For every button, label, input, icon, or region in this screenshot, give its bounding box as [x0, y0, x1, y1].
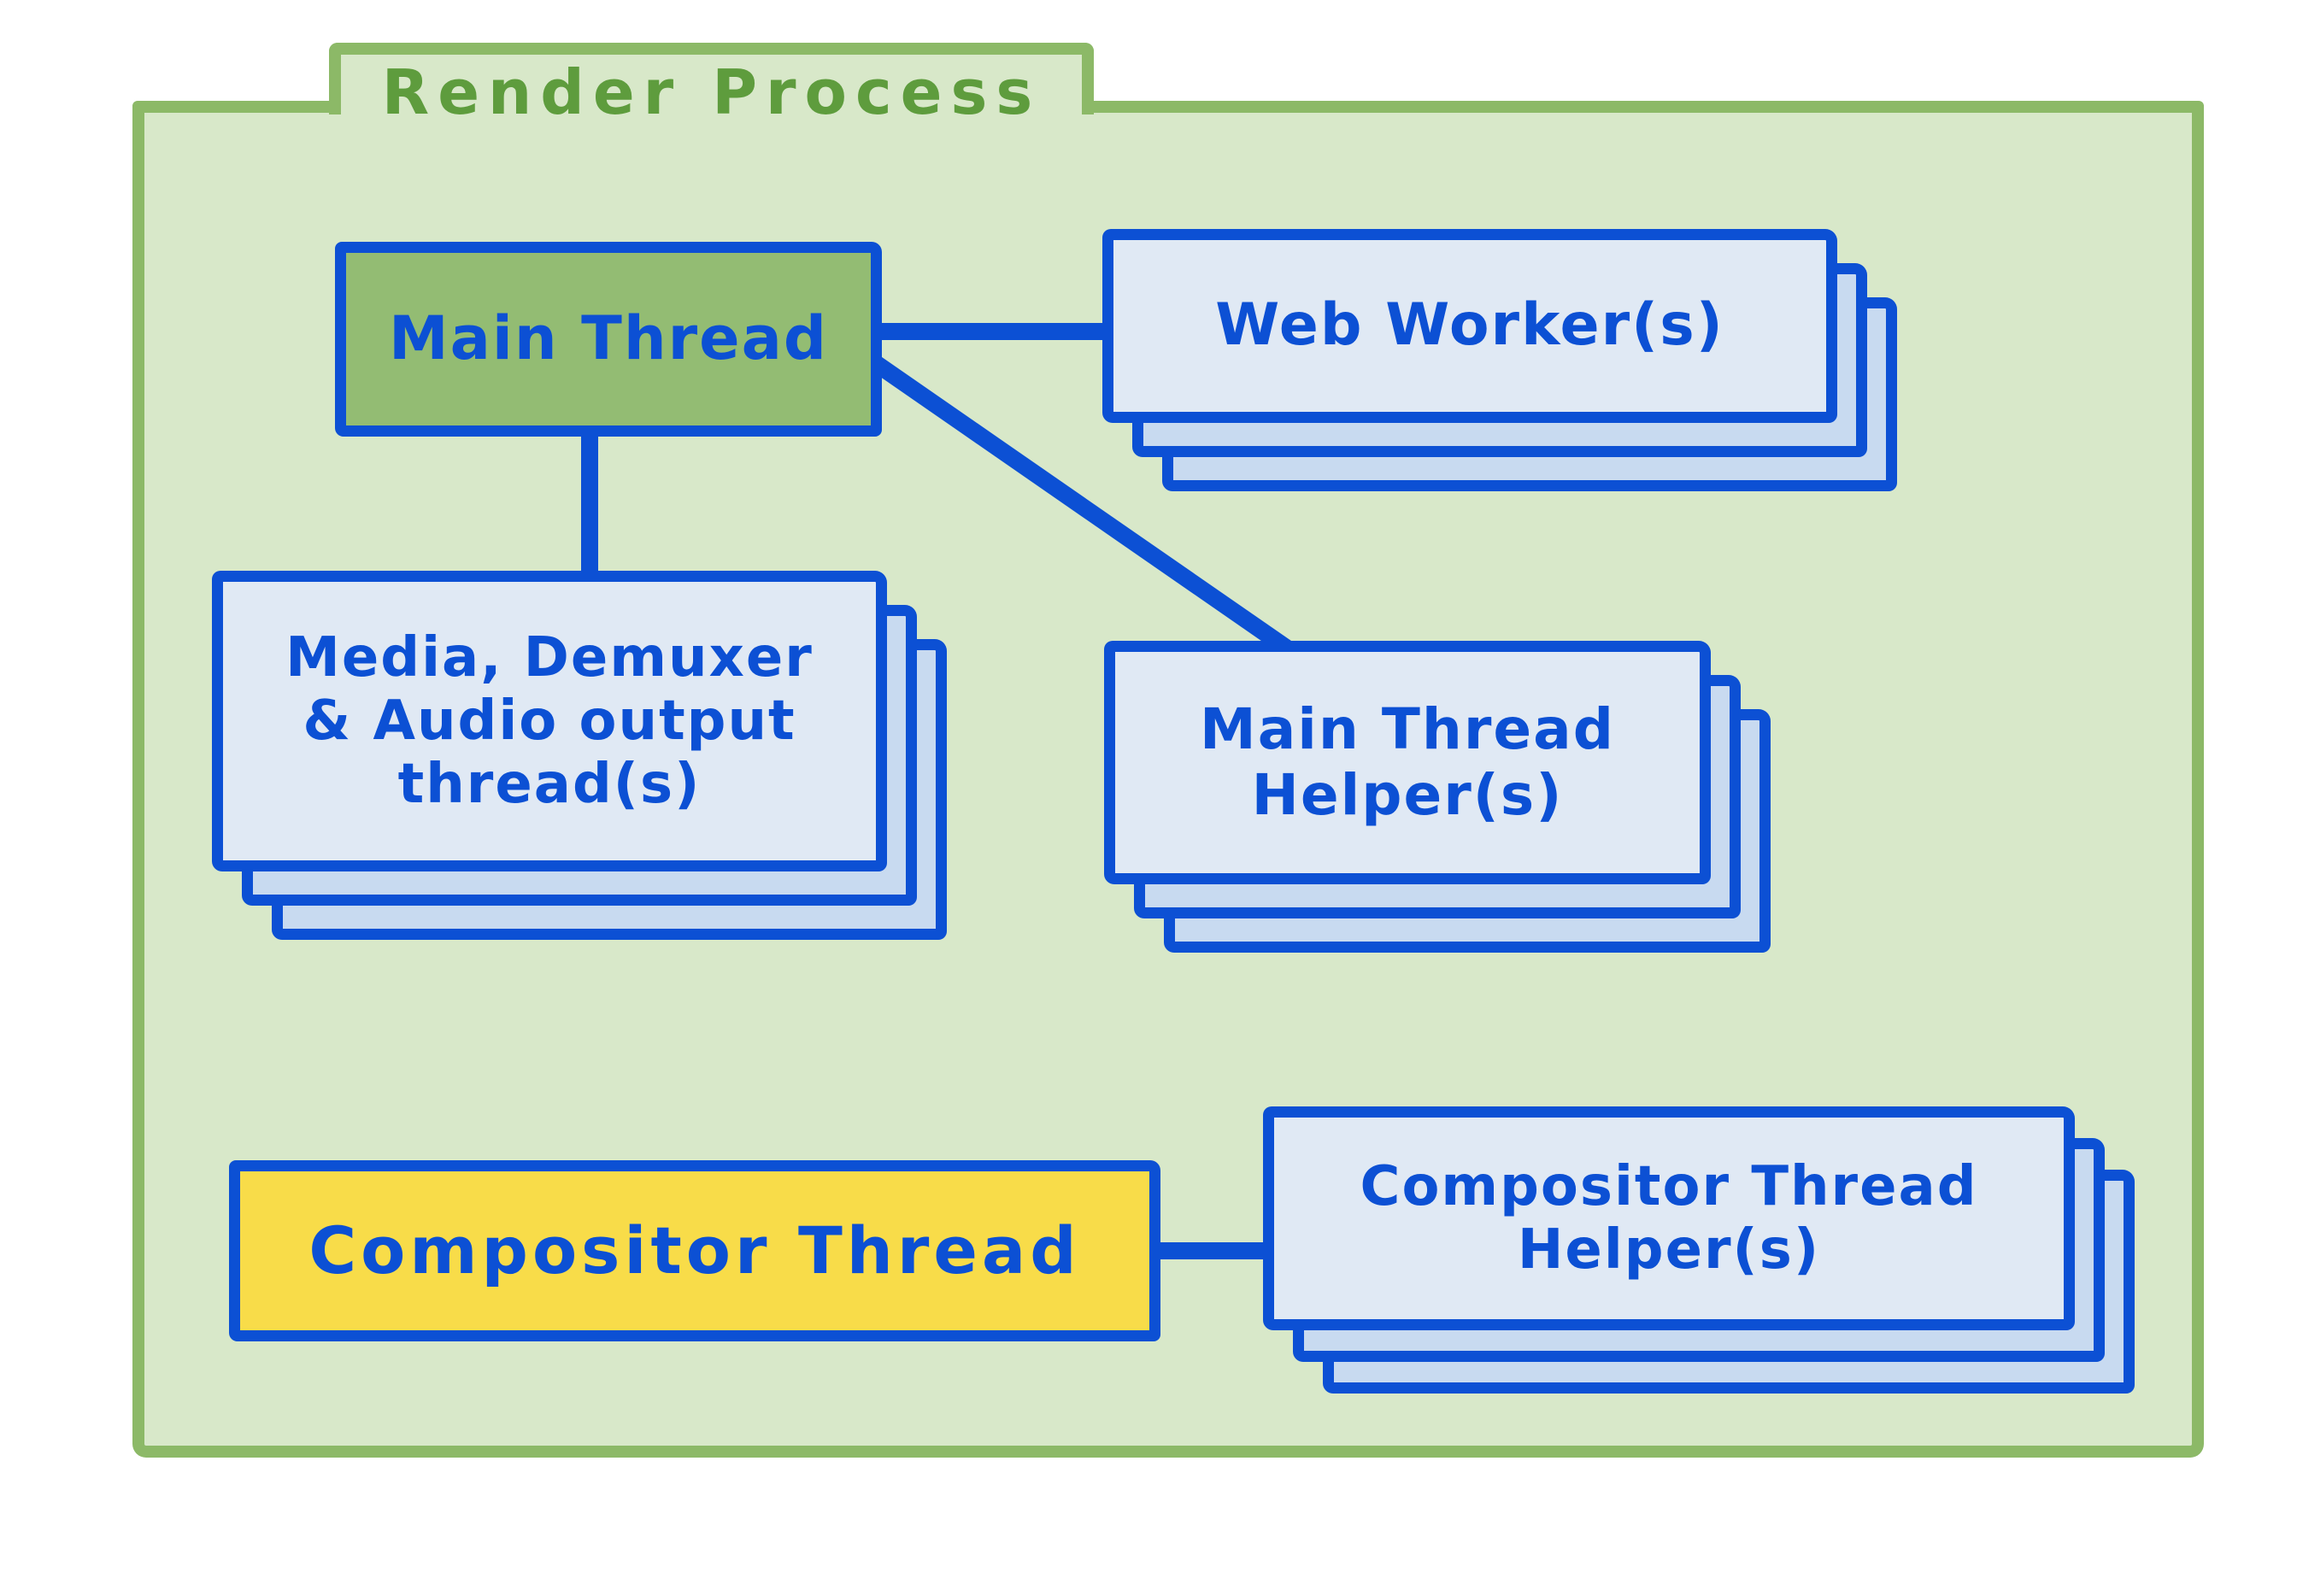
card-front: Compositor Thread Helper(s) — [1263, 1106, 2075, 1330]
node-label-line: & Audio output — [303, 689, 796, 753]
node-main-thread: Main Thread — [335, 242, 882, 437]
card-front: Main Thread Helper(s) — [1104, 641, 1711, 884]
node-label-line: Compositor Thread — [1360, 1154, 1978, 1218]
node-label-line: Web Worker(s) — [1215, 291, 1724, 360]
node-main-thread-helpers: Main Thread Helper(s) — [1104, 641, 1771, 957]
node-web-workers: Web Worker(s) — [1102, 229, 1897, 494]
node-label-line: thread(s) — [397, 753, 702, 817]
node-media-demuxer-audio-threads: Media, Demuxer & Audio output thread(s) — [212, 571, 955, 947]
node-label-line: Main Thread — [1200, 695, 1615, 762]
diagram-title: Render Process — [381, 56, 1042, 128]
node-compositor-thread-helpers: Compositor Thread Helper(s) — [1263, 1106, 2139, 1397]
card-front: Web Worker(s) — [1102, 229, 1837, 423]
node-compositor-thread: Compositor Thread — [229, 1160, 1160, 1341]
node-label-line: Main Thread — [388, 303, 829, 374]
node-label-line: Helper(s) — [1251, 761, 1564, 828]
render-process-tab — [329, 43, 1094, 114]
card-front: Media, Demuxer & Audio output thread(s) — [212, 571, 887, 871]
node-label-line: Compositor Thread — [308, 1212, 1081, 1288]
node-label-line: Helper(s) — [1517, 1218, 1821, 1282]
node-label-line: Media, Demuxer — [285, 625, 814, 689]
